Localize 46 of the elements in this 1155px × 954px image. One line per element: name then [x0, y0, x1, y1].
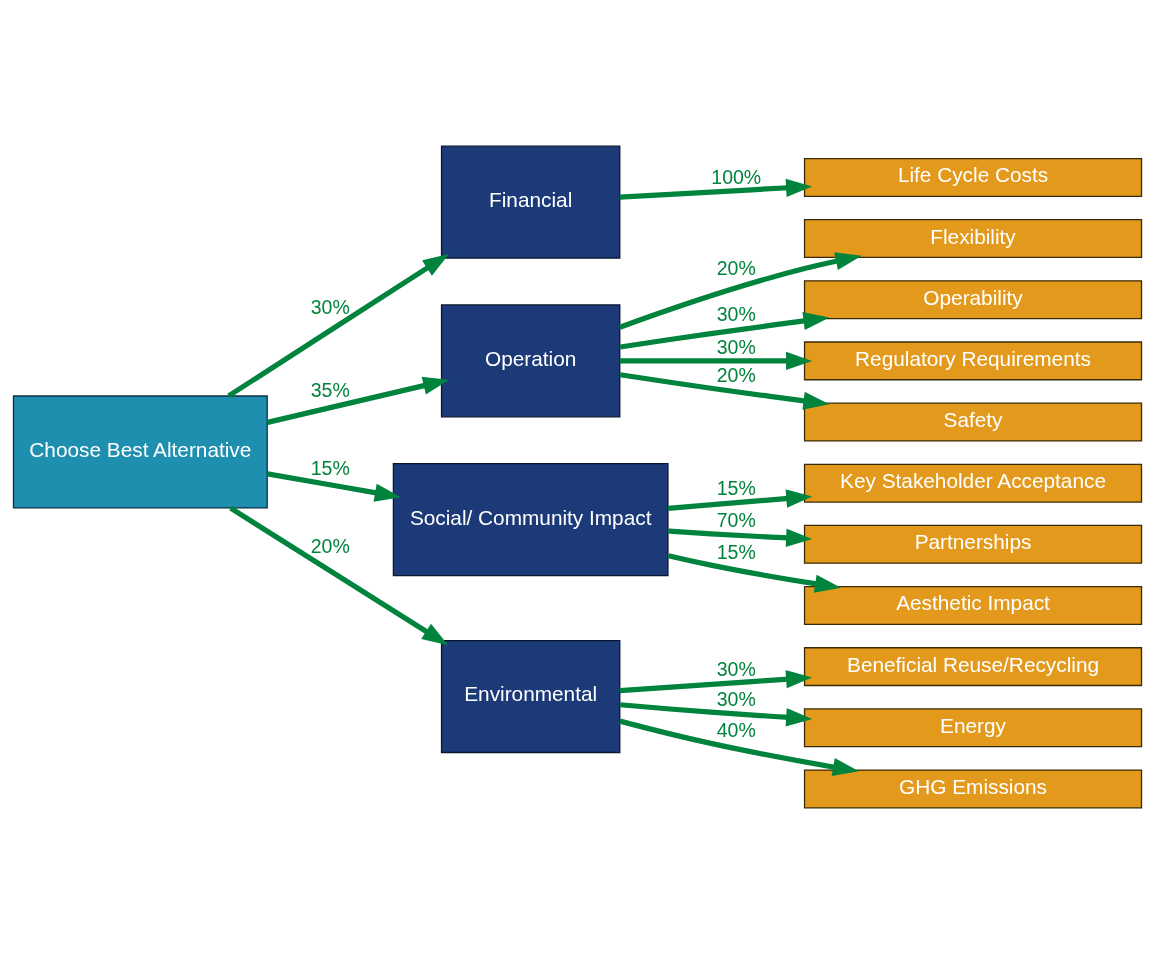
arrow: [267, 471, 401, 502]
arrow: [229, 505, 449, 646]
arrow: [667, 553, 841, 593]
edge-label: 20%: [716, 257, 756, 280]
node-box: Financial: [440, 145, 621, 259]
node-box: Social/ Community Impact: [392, 463, 669, 577]
edge-label: 100%: [711, 165, 762, 188]
arrow: [668, 528, 813, 547]
arrow: [227, 253, 449, 399]
arrow: [619, 311, 830, 350]
node-box: Beneficial Reuse/Recycling: [803, 647, 1143, 687]
arrow: [619, 178, 813, 200]
node-box: Flexibility: [803, 219, 1143, 259]
edge-label: 30%: [716, 687, 756, 710]
node-box: Choose Best Alternative: [12, 395, 268, 509]
node-box: Aesthetic Impact: [803, 585, 1143, 625]
node-box: Operation: [440, 304, 621, 418]
edge-label: 20%: [716, 363, 756, 386]
arrow: [619, 351, 813, 370]
edge-label: 15%: [310, 457, 350, 480]
node-box: GHG Emissions: [803, 769, 1143, 809]
node-box: Key Stakeholder Acceptance: [803, 463, 1143, 503]
node-box: Energy: [803, 708, 1143, 748]
arrow: [619, 670, 813, 694]
edge-label: 30%: [716, 336, 756, 359]
arrow: [619, 252, 862, 330]
edge-label: 15%: [716, 540, 756, 563]
arrow: [619, 372, 830, 410]
edge-label: 30%: [716, 302, 756, 325]
arrow: [266, 376, 450, 425]
node-box: Operability: [803, 280, 1143, 320]
edge-label: 70%: [716, 509, 756, 532]
edge-label: 35%: [310, 379, 350, 402]
edge-label: 30%: [310, 296, 350, 319]
node-box: Life Cycle Costs: [803, 157, 1143, 197]
edge-label: 40%: [716, 718, 756, 741]
arrow: [667, 489, 813, 511]
edge-label: 20%: [310, 535, 350, 558]
arrow: [619, 702, 813, 727]
node-box: Partnerships: [803, 524, 1143, 564]
edge-label: 30%: [716, 657, 756, 680]
edge-label: 15%: [716, 476, 756, 499]
node-box: Environmental: [440, 639, 621, 754]
node-box: Regulatory Requirements: [803, 341, 1143, 381]
node-box: Safety: [803, 402, 1143, 442]
arrow: [619, 718, 859, 776]
